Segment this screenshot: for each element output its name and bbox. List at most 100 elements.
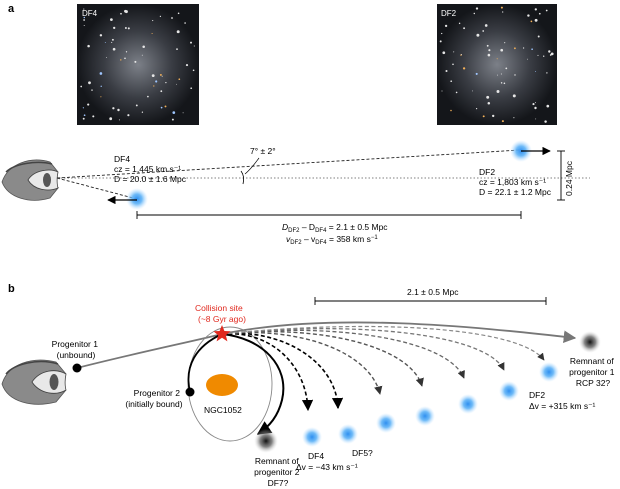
star-speck: [124, 57, 126, 60]
star-speck: [92, 115, 95, 118]
panel-b-label: b: [8, 283, 15, 295]
star-speck: [538, 12, 541, 15]
collision-site-label: Collision site: [195, 303, 243, 313]
progenitor1-label: Progenitor 1 (unbound): [52, 339, 101, 360]
star-speck: [110, 18, 113, 21]
star-speck: [548, 50, 551, 53]
star-speck: [500, 6, 503, 9]
star-speck: [492, 114, 495, 118]
star-speck: [527, 14, 530, 17]
ngc1052-label: NGC1052: [204, 405, 242, 415]
star-speck: [534, 18, 538, 22]
star-speck: [452, 63, 454, 66]
sight-line-df2: [56, 149, 521, 179]
star-speck: [442, 51, 446, 55]
star-speck: [141, 54, 143, 56]
star-speck: [535, 118, 537, 120]
star-speck: [99, 34, 103, 37]
angle-arc: [240, 170, 244, 185]
df2-cz: cz = 1,803 km s⁻¹: [479, 177, 546, 187]
star-speck: [482, 115, 485, 118]
star-speck: [439, 40, 442, 43]
dwarf-blob-df2: [539, 362, 559, 382]
star-speck: [160, 106, 163, 109]
star-speck: [441, 90, 443, 92]
df5-label: DF5?: [352, 448, 373, 458]
eye-icon-b: [1, 359, 67, 405]
star-speck: [500, 82, 503, 84]
star-speck: [177, 12, 180, 15]
vertical-scale-bar: [557, 150, 565, 201]
panel-b-scale-bar: [314, 297, 547, 305]
star-speck: [91, 89, 93, 91]
dwarf-blob: [458, 394, 478, 414]
distance-difference: DDF2 – DDF4 = 2.1 ± 0.5 Mpc: [282, 222, 388, 234]
panel-b-scale-label: 2.1 ± 0.5 Mpc: [407, 287, 459, 297]
star-speck: [463, 27, 466, 30]
collision-time-label: (~8 Gyr ago): [198, 314, 246, 324]
star-speck: [513, 117, 515, 119]
star-speck: [455, 91, 458, 94]
velocity-difference: vDF2 – vDF4 = 358 km s−1: [286, 234, 378, 246]
star-speck: [441, 32, 443, 35]
star-speck: [487, 101, 491, 105]
star-speck: [111, 38, 114, 41]
star-speck: [190, 87, 193, 90]
star-speck: [534, 8, 537, 11]
star-speck: [545, 9, 548, 12]
star-speck: [160, 90, 163, 93]
remnant1-blob: [579, 331, 601, 353]
df4-name: DF4: [114, 154, 130, 164]
remnant1-label: Remnant of progenitor 1 RCP 32?: [569, 356, 617, 388]
star-speck: [135, 104, 138, 107]
star-speck: [444, 24, 448, 28]
star-speck: [503, 82, 506, 85]
star-speck: [83, 8, 85, 10]
star-speck: [534, 106, 537, 110]
star-speck: [161, 75, 163, 77]
df2-image-label: DF2: [441, 9, 457, 18]
star-speck: [178, 78, 181, 81]
dwarf-blob: [499, 381, 519, 401]
star-speck: [152, 20, 154, 22]
remnant2-blob: [254, 429, 278, 453]
star-speck: [184, 22, 186, 24]
star-speck: [111, 41, 113, 43]
star-speck: [124, 27, 127, 29]
star-speck: [487, 53, 491, 57]
dwarf-blob: [376, 413, 396, 433]
star-speck: [88, 81, 91, 85]
star-speck: [500, 48, 504, 52]
star-speck: [544, 120, 547, 123]
star-speck: [512, 94, 516, 98]
star-speck: [472, 90, 474, 92]
star-speck: [83, 25, 85, 26]
collision-star-icon: [213, 325, 231, 342]
star-speck: [475, 72, 478, 75]
remnant2-label: Remnant of progenitor 2 DF7?: [254, 456, 302, 488]
star-speck: [550, 52, 554, 56]
angle-label: 7° ± 2°: [250, 146, 276, 156]
star-speck: [151, 32, 153, 35]
star-speck: [99, 72, 103, 75]
star-speck: [530, 20, 533, 23]
star-speck: [134, 60, 137, 63]
star-speck: [486, 95, 490, 99]
progenitor2-path: [187, 333, 223, 393]
star-speck: [450, 80, 453, 83]
star-speck: [182, 112, 184, 114]
df4-distance: D = 20.0 ± 1.6 Mpc: [114, 174, 187, 184]
star-speck: [82, 117, 85, 120]
star-speck: [176, 48, 178, 50]
vertical-scale-label: 0.24 Mpc: [564, 160, 574, 196]
star-speck: [159, 15, 162, 18]
star-speck: [473, 12, 476, 15]
star-speck: [505, 67, 508, 70]
star-speck: [534, 102, 536, 104]
star-speck: [127, 27, 130, 30]
star-speck: [450, 109, 452, 112]
star-speck: [475, 7, 479, 10]
star-speck: [120, 12, 122, 15]
star-speck: [100, 85, 102, 87]
